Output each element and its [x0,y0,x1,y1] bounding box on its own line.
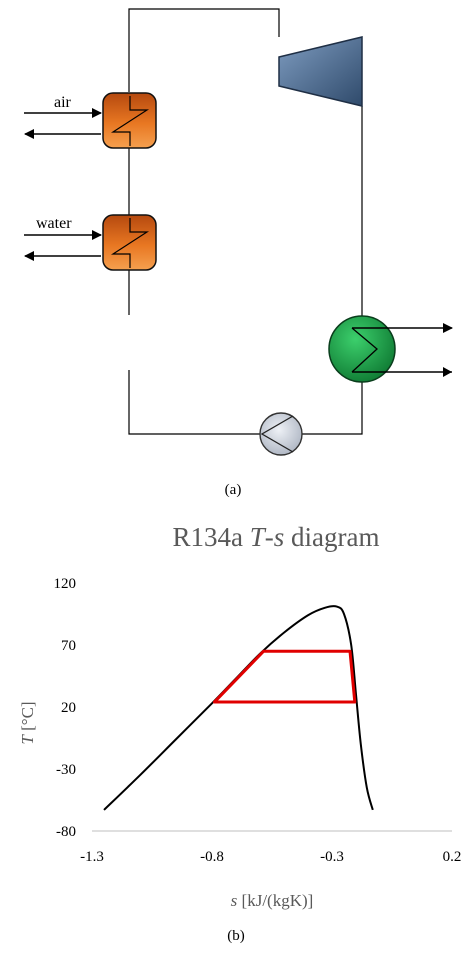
x-tick-label: -0.3 [320,849,344,865]
y-tick-label: 70 [61,638,76,654]
air-heat-exchanger-icon [102,92,157,149]
cycle-schematic: air water (a) [24,8,453,498]
pipe-bottom [128,370,260,435]
water-label: water [36,215,72,232]
x-tick-label: -1.3 [80,849,104,865]
ts-diagram: R134a T-s diagram 120 70 20 -30 -80 -1.3 -0.8… [18,522,461,944]
water-heat-exchanger-icon [102,214,157,271]
y-tick-label: -30 [56,762,76,778]
pipe-top [128,8,280,92]
condenser-icon [328,315,396,383]
pipe-right-bottom [302,381,363,435]
condenser-inlet-arrowhead [443,367,452,377]
x-tick-label: 0.2 [443,849,462,865]
turbine-icon [278,36,363,107]
y-axis-label: T [°C] [18,701,37,744]
x-tick-label: -0.8 [200,849,224,865]
cycle-line [212,649,357,704]
chart-title: R134a T-s diagram [172,522,379,552]
caption-a: (a) [225,482,242,498]
caption-b: (b) [227,928,245,944]
x-axis-ticks: -1.3 -0.8 -0.3 0.2 [80,849,461,865]
saturation-dome-line [103,605,374,811]
x-axis-label: s [kJ/(kgK)] [231,891,314,910]
y-axis-ticks: 120 70 20 -30 -80 [54,576,77,840]
air-label: air [54,94,72,111]
pump-icon [259,412,303,456]
series-layer [103,605,374,811]
y-tick-label: 120 [54,576,77,592]
y-tick-label: -80 [56,824,76,840]
y-tick-label: 20 [61,700,76,716]
